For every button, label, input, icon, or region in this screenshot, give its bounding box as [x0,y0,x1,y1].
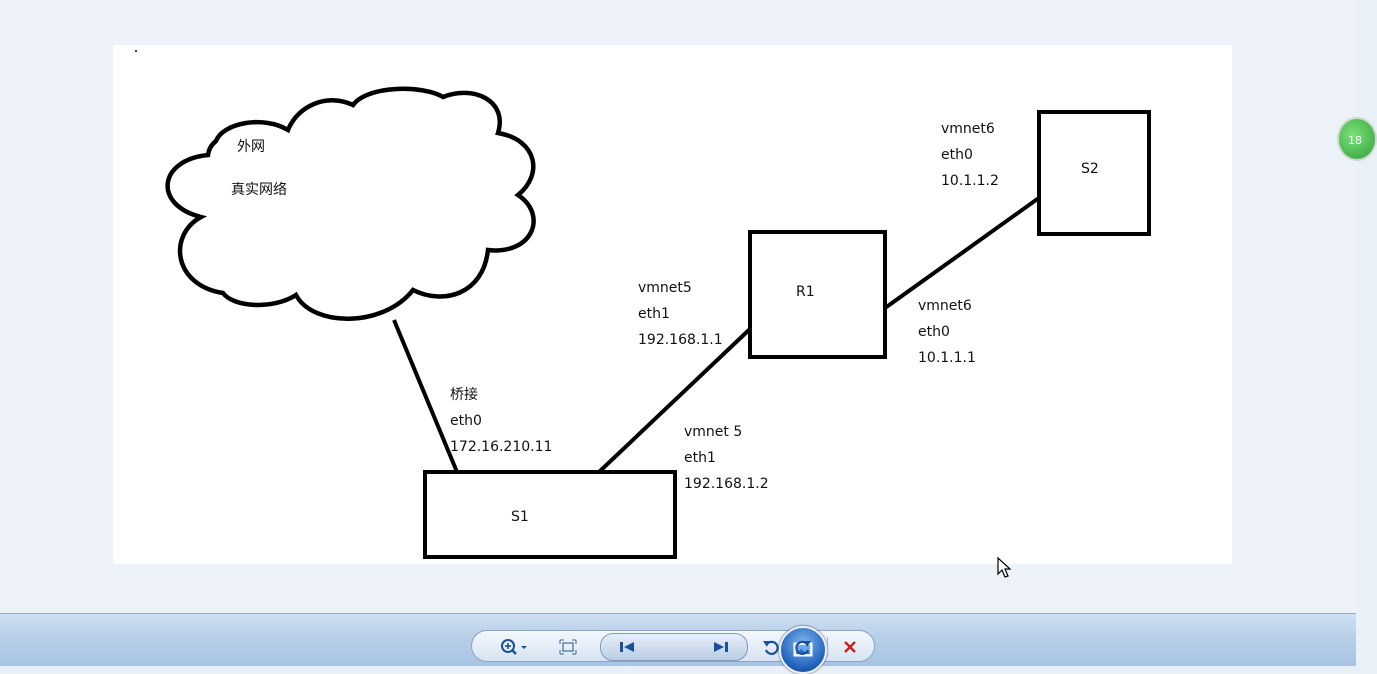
r1-right-iface: eth0 [918,324,950,340]
internet-cloud [165,86,536,321]
s1-box [423,470,677,559]
s2-iface: eth0 [941,147,973,163]
cloud-line-2: 真实网络 [231,182,287,198]
fit-to-window-button[interactable] [554,634,582,660]
s2-eth0-label: vmnet6 eth0 10.1.1.2 [941,116,999,194]
cloud-label-real-net: 真实网络 [231,177,287,203]
s1-label: S1 [511,509,529,525]
s1-ip: 192.168.1.2 [684,476,769,492]
rotate-clockwise-icon [795,640,811,655]
r1-eth0-label: vmnet6 eth0 10.1.1.1 [918,293,976,371]
r1-left-ip: 192.168.1.1 [638,332,723,348]
delete-icon [844,641,856,653]
r1-right-vmnet: vmnet6 [918,298,972,314]
s2-label: S2 [1081,161,1099,177]
fit-to-window-icon [559,639,577,655]
toolbar-controls [471,626,875,674]
s2-box [1037,110,1151,236]
delete-button[interactable] [836,634,864,660]
previous-button[interactable] [607,634,647,660]
rotate-counterclockwise-button[interactable] [758,634,784,660]
s2-ip: 10.1.1.2 [941,173,999,189]
rotate-counterclockwise-icon [763,640,779,655]
image-canvas: 外网 真实网络 S1 R1 S2 桥接 eth0 172.16.210.11 v… [113,45,1232,564]
bridge-ip: 172.16.210.11 [450,439,553,455]
bridge-mode: 桥接 [450,387,478,403]
s2-vmnet: vmnet6 [941,121,995,137]
link-s1-r1 [597,326,753,474]
badge-count: 18 [1348,134,1362,147]
s1-iface: eth1 [684,450,716,466]
bridge-interface-label: 桥接 eth0 172.16.210.11 [450,382,552,460]
mouse-pointer-icon [997,556,1012,578]
notification-badge[interactable]: 18 [1337,117,1377,161]
r1-left-vmnet: vmnet5 [638,280,692,296]
slideshow-button[interactable] [779,626,827,674]
cloud-line-1: 外网 [237,139,265,155]
r1-eth1-label: vmnet5 eth1 192.168.1.1 [638,275,723,353]
toolbar-separator [827,637,828,657]
photo-viewer-window: 外网 真实网络 S1 R1 S2 桥接 eth0 172.16.210.11 v… [0,45,1377,674]
previous-icon [620,642,634,652]
r1-box [748,230,887,359]
zoom-icon [501,639,527,655]
viewer-toolbar [0,613,1356,674]
r1-label: R1 [796,284,815,300]
next-icon [714,642,728,652]
navigation-group [600,626,827,674]
rotate-clockwise-button[interactable] [790,634,816,660]
s1-vmnet: vmnet 5 [684,424,743,440]
bridge-iface: eth0 [450,413,482,429]
network-diagram [135,50,1151,559]
link-cloud-s1 [392,319,459,473]
stray-dot [135,50,137,52]
r1-left-iface: eth1 [638,306,670,322]
zoom-button[interactable] [494,634,534,660]
next-button[interactable] [701,634,741,660]
r1-right-ip: 10.1.1.1 [918,350,976,366]
cloud-label-outer-net: 外网 [237,134,265,160]
s1-eth1-label: vmnet 5 eth1 192.168.1.2 [684,419,769,497]
link-r1-s2 [883,193,1045,310]
